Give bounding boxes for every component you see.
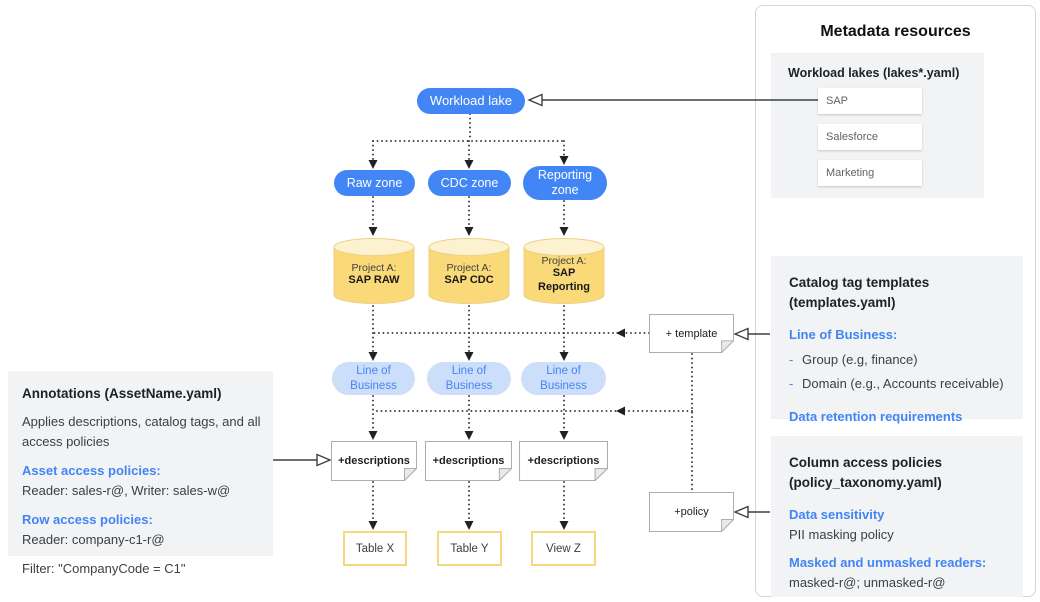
catalog-templates-section: Catalog tag templates (templates.yaml) L… [771,256,1023,424]
lob-label: Line of Business [350,365,397,392]
lob-node-2: Line of Business [427,362,511,395]
descriptions-label: +descriptions [432,455,505,467]
asset-access-header: Asset access policies: [22,463,161,479]
cylinder-shape [333,238,415,304]
project-name: SAP CDC [444,274,494,287]
lob-node-3: Line of Business [521,362,606,395]
project-cylinder-cdc: Project A: SAP CDC [428,237,510,305]
workload-lake-node: Workload lake [417,88,525,114]
descriptions-note-2: +descriptions [425,441,512,481]
row-access-header: Row access policies: [22,512,153,528]
zone-label: Raw zone [346,175,403,190]
dash-bullet: - [789,376,794,392]
annotations-title: Annotations (AssetName.yaml) [22,386,222,401]
lake-card-label: SAP [826,95,849,107]
workload-lakes-section: Workload lakes (lakes*.yaml) SAP Salesfo… [771,53,984,198]
zone-label: CDC zone [440,175,499,190]
project-name: SAP Reporting [538,267,590,293]
policy-label: +policy [674,506,709,518]
lob-label: Line of Business [540,365,587,392]
sensitivity-header: Data sensitivity [789,507,885,523]
cylinder-shape [428,238,510,304]
lake-card-marketing: Marketing [818,160,922,186]
table-label: Table X [355,542,395,555]
note-shape [519,441,608,481]
project-cylinder-reporting: Project A: SAP Reporting [523,237,605,305]
column-policies-section: Column access policies (policy_taxonomy.… [771,436,1023,597]
catalog-header-line1: Catalog tag templates [789,275,930,290]
catalog-item-label: Domain (e.g., Accounts receivable) [802,376,1004,392]
descriptions-label: +descriptions [527,455,600,467]
catalog-header-line2: (templates.yaml) [789,294,896,310]
table-y-node: Table Y [437,531,502,566]
annotations-description: Applies descriptions, catalog tags, and … [22,414,261,449]
descriptions-note-3: +descriptions [519,441,608,481]
retention-header: Data retention requirements [789,408,963,424]
table-label: Table Y [450,542,489,555]
note-shape [649,314,734,353]
template-label: + template [665,327,718,340]
catalog-item: - Group (e.g, finance) [789,350,1017,370]
zone-node-reporting: Reporting zone [523,166,607,200]
zone-node-raw: Raw zone [334,170,415,196]
readers-value: masked-r@; unmasked-r@ [789,574,946,590]
dash-bullet: - [789,351,794,367]
catalog-header: Catalog tag templates (templates.yaml) [789,273,1017,312]
table-x-node: Table X [343,531,407,566]
project-cylinder-raw: Project A: SAP RAW [333,237,415,305]
row-access-value: Reader: company-c1-r@ [22,531,165,547]
metadata-resources-panel: Metadata resources Workload lakes (lakes… [755,5,1036,597]
lake-card-label: Marketing [826,167,875,179]
note-shape [425,441,512,481]
lob-node-1: Line of Business [332,362,415,395]
column-header-line1: Column access policies [789,455,943,470]
filter-value: Filter: "CompanyCode = C1" [22,561,186,577]
asset-access-value: Reader: sales-r@, Writer: sales-w@ [22,482,231,498]
project-prefix: Project A: [351,262,397,275]
table-label: View Z [546,542,581,555]
annotations-box: Annotations (AssetName.yaml) Applies des… [8,371,273,576]
descriptions-note-1: +descriptions [331,441,417,481]
catalog-item: - Domain (e.g., Accounts receivable) [789,374,1017,394]
workload-lake-label: Workload lake [429,92,513,108]
note-shape [331,441,417,481]
sensitivity-value: PII masking policy [789,526,894,542]
project-prefix: Project A: [446,262,492,275]
policy-note: +policy [649,492,734,532]
lake-card-salesforce: Salesforce [818,124,922,150]
project-name: SAP RAW [348,274,400,287]
zone-label: Reporting zone [537,168,593,197]
lake-card-label: Salesforce [826,131,878,143]
panel-title: Metadata resources [820,23,971,40]
catalog-item-label: Group (e.g, finance) [802,351,918,367]
column-header: Column access policies (policy_taxonomy.… [789,453,1017,492]
note-shape [649,492,734,532]
column-header-line2: (policy_taxonomy.yaml) [789,474,942,490]
catalog-lob-header: Line of Business: [789,327,898,343]
cylinder-shape [523,238,605,304]
template-note: + template [649,314,734,353]
lake-card-sap: SAP [818,88,922,114]
lob-label: Line of Business [445,365,493,392]
readers-header: Masked and unmasked readers: [789,555,987,571]
project-prefix: Project A: [541,255,587,268]
descriptions-label: +descriptions [338,455,410,467]
workload-lakes-header: Workload lakes (lakes*.yaml) [788,66,960,80]
zone-node-cdc: CDC zone [428,170,511,196]
view-z-node: View Z [531,531,596,566]
